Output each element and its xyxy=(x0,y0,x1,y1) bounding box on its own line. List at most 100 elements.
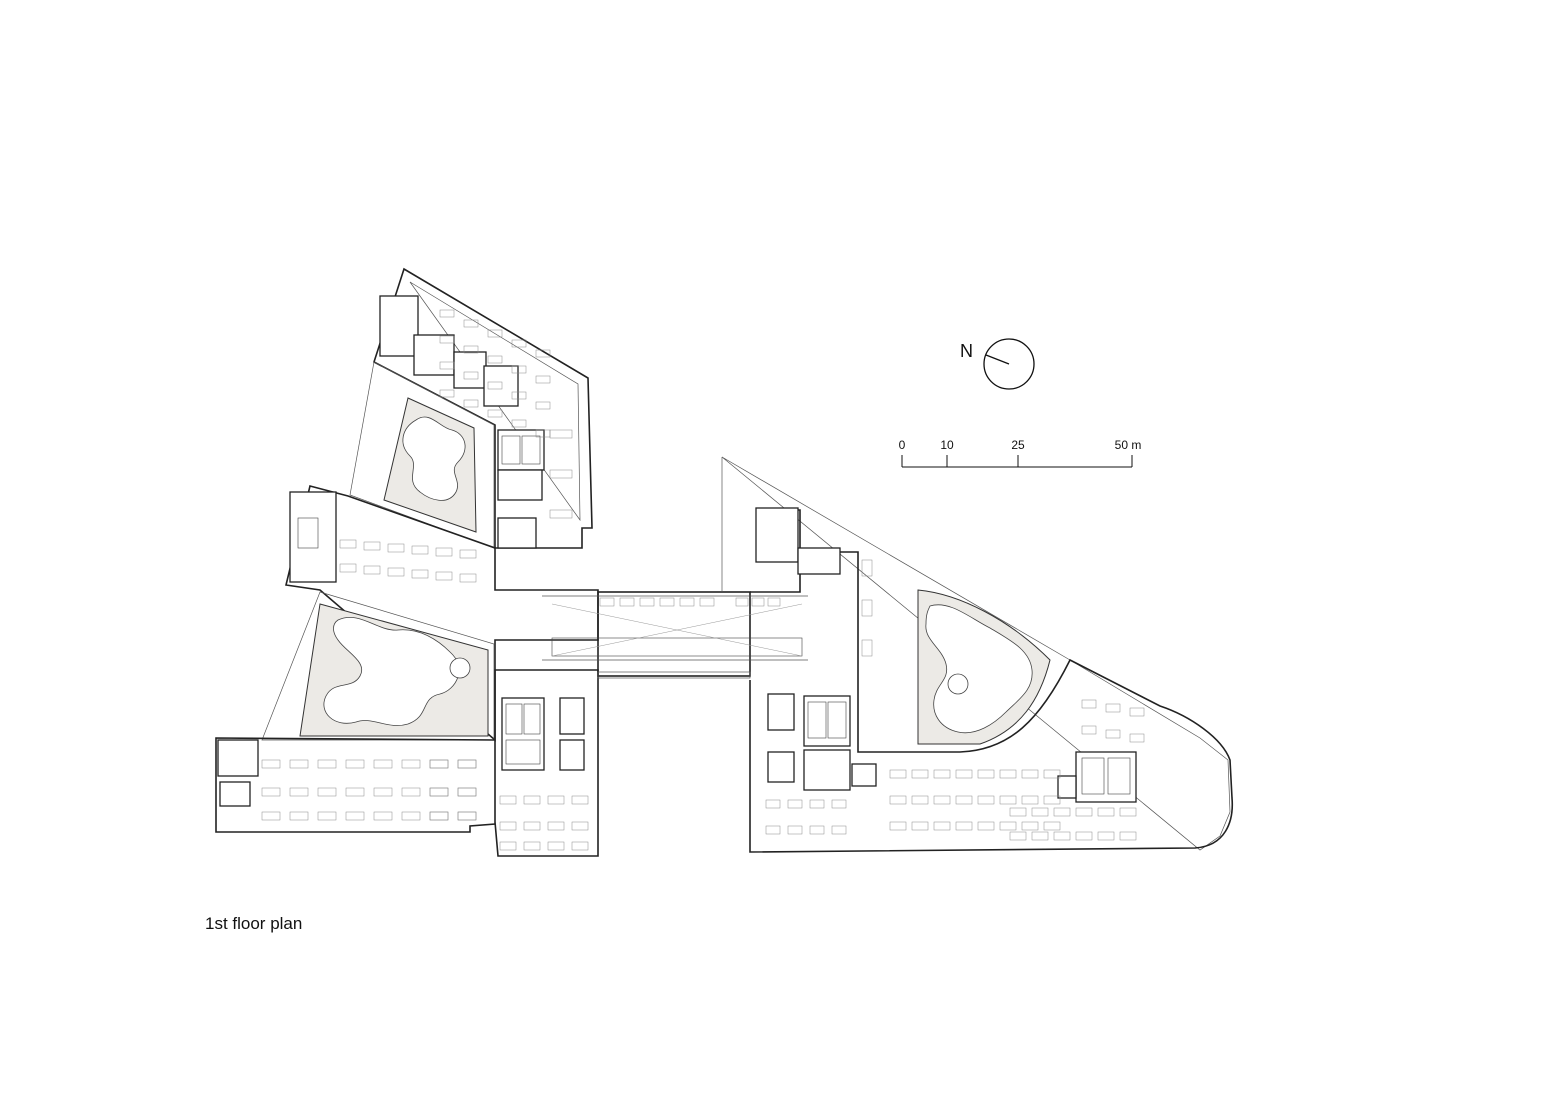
scale-label-25: 25 xyxy=(1011,438,1025,452)
desk xyxy=(535,401,551,410)
desk xyxy=(499,841,517,851)
desk xyxy=(1119,807,1137,817)
desk xyxy=(401,759,421,769)
bridge-escalator-band xyxy=(551,637,803,657)
desk xyxy=(571,841,589,851)
east-site-boundary xyxy=(721,456,1231,851)
desk xyxy=(429,787,449,797)
east-stair-core xyxy=(755,507,799,563)
desk xyxy=(457,811,477,821)
nw-stair-core xyxy=(379,295,419,357)
desk xyxy=(261,787,281,797)
desk xyxy=(955,769,973,779)
desk xyxy=(1081,699,1097,709)
desk xyxy=(429,759,449,769)
east-end-core xyxy=(1075,751,1137,803)
desk xyxy=(977,821,995,831)
desk xyxy=(549,509,573,519)
desk xyxy=(977,795,995,805)
desk xyxy=(487,381,503,390)
desk xyxy=(499,795,517,805)
desk xyxy=(1129,707,1145,717)
desk xyxy=(457,787,477,797)
west-wing xyxy=(215,267,599,857)
desk xyxy=(345,811,365,821)
desk xyxy=(1097,831,1115,841)
desk xyxy=(999,821,1017,831)
desk xyxy=(459,549,477,559)
desk xyxy=(523,795,541,805)
desk xyxy=(547,841,565,851)
north-arrow-circle xyxy=(983,338,1035,390)
desk xyxy=(765,825,781,835)
desk xyxy=(459,573,477,583)
desk xyxy=(767,597,781,607)
desk xyxy=(1043,821,1061,831)
desk xyxy=(889,795,907,805)
desk xyxy=(933,795,951,805)
desk xyxy=(809,799,825,809)
desk xyxy=(1053,807,1071,817)
desk xyxy=(765,799,781,809)
desk xyxy=(1119,831,1137,841)
desk xyxy=(523,841,541,851)
desk xyxy=(911,769,929,779)
desk xyxy=(439,309,455,318)
middle-arm-stair-core xyxy=(289,491,337,583)
desk xyxy=(387,543,405,553)
central-bridge xyxy=(542,591,808,679)
desk xyxy=(1097,807,1115,817)
desk xyxy=(317,759,337,769)
scale-bar: 0 10 25 50 m xyxy=(899,438,1142,468)
desk xyxy=(373,759,393,769)
desk xyxy=(261,759,281,769)
desk xyxy=(345,759,365,769)
desk xyxy=(1105,703,1121,713)
desk xyxy=(363,565,381,575)
desk xyxy=(1053,831,1071,841)
desk xyxy=(699,597,715,607)
desk xyxy=(787,825,803,835)
desk xyxy=(511,419,527,428)
desk xyxy=(861,559,873,577)
desk xyxy=(401,811,421,821)
desk xyxy=(429,787,449,797)
desk xyxy=(1043,769,1061,779)
desk xyxy=(1031,831,1049,841)
desk xyxy=(439,361,455,370)
desk xyxy=(1105,729,1121,739)
desk xyxy=(463,399,479,408)
desk xyxy=(889,821,907,831)
desk xyxy=(955,821,973,831)
desk xyxy=(599,597,615,607)
desk xyxy=(549,429,573,439)
desk xyxy=(463,345,479,354)
desk xyxy=(619,597,635,607)
desk xyxy=(639,597,655,607)
desk xyxy=(339,563,357,573)
east-service-core-north xyxy=(803,695,851,747)
desk xyxy=(1129,733,1145,743)
desk xyxy=(809,825,825,835)
desk xyxy=(1031,807,1049,817)
desk xyxy=(317,787,337,797)
desk xyxy=(955,795,973,805)
bridge-outline xyxy=(597,591,751,677)
desk xyxy=(831,799,847,809)
scale-label-50m: 50 m xyxy=(1115,438,1142,452)
desk xyxy=(1009,807,1027,817)
north-label: N xyxy=(960,341,973,361)
desk xyxy=(363,541,381,551)
desk xyxy=(751,597,765,607)
desk xyxy=(487,329,503,338)
plan-caption: 1st floor plan xyxy=(205,914,302,933)
desk xyxy=(1075,831,1093,841)
desk xyxy=(435,547,453,557)
desk xyxy=(659,597,675,607)
desk xyxy=(679,597,695,607)
desk xyxy=(861,599,873,617)
desk xyxy=(439,335,455,344)
desk xyxy=(1043,795,1061,805)
desk xyxy=(463,371,479,380)
desk xyxy=(411,569,429,579)
